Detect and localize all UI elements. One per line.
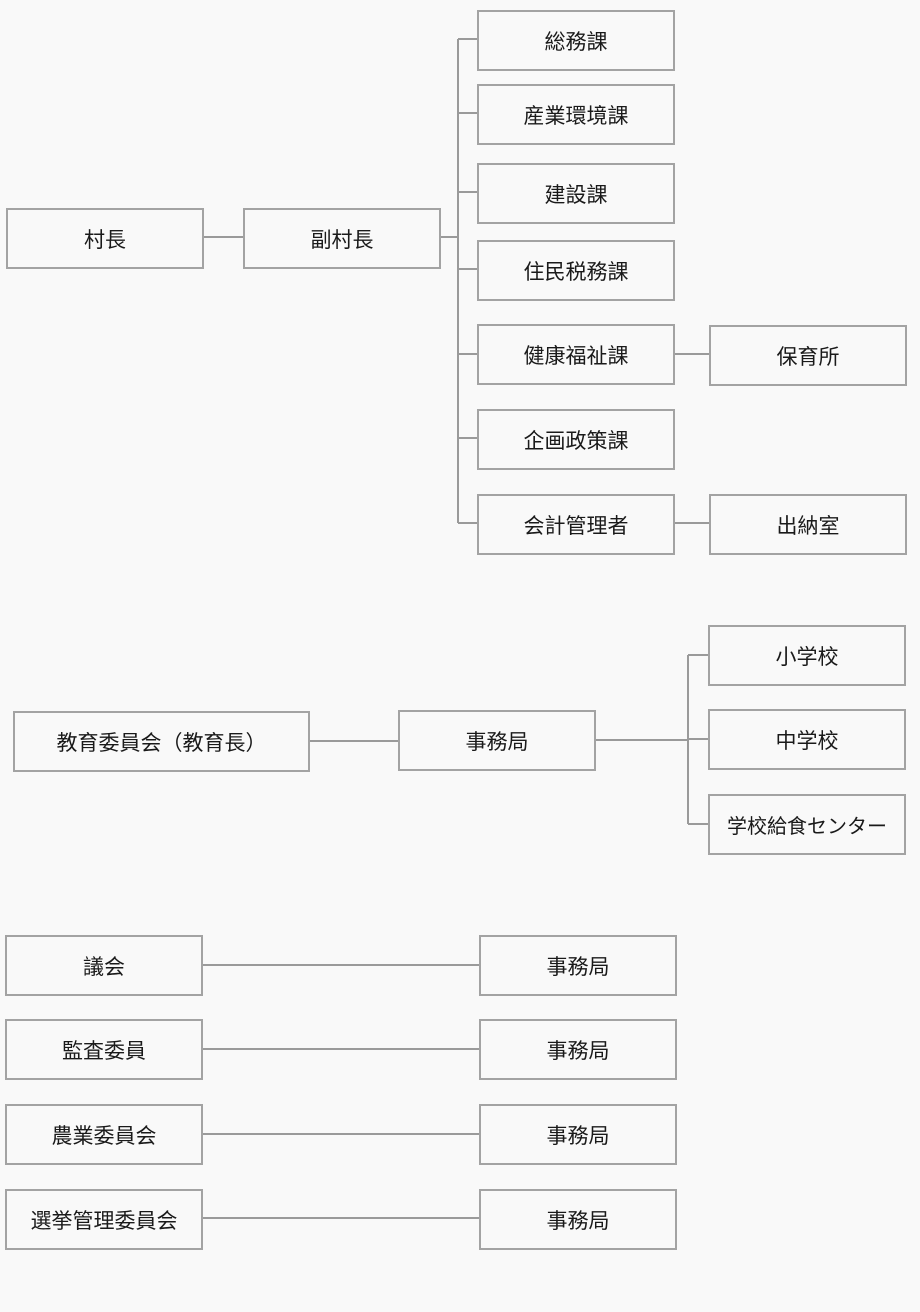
- mayor-box: 村長: [6, 208, 204, 269]
- committee-office-box: 事務局: [479, 1019, 677, 1080]
- department-box: 企画政策課: [477, 409, 675, 470]
- education-board-box: 教育委員会（教育長）: [13, 711, 310, 772]
- school-box: 学校給食センター: [708, 794, 906, 855]
- nursery-box: 保育所: [709, 325, 907, 386]
- treasury-box: 出納室: [709, 494, 907, 555]
- department-box: 建設課: [477, 163, 675, 224]
- committee-box: 監査委員: [5, 1019, 203, 1080]
- committee-box: 農業委員会: [5, 1104, 203, 1165]
- department-box: 会計管理者: [477, 494, 675, 555]
- committee-box: 議会: [5, 935, 203, 996]
- department-box: 総務課: [477, 10, 675, 71]
- committee-office-box: 事務局: [479, 1104, 677, 1165]
- department-box: 産業環境課: [477, 84, 675, 145]
- deputy-mayor-box: 副村長: [243, 208, 441, 269]
- committee-office-box: 事務局: [479, 935, 677, 996]
- committee-box: 選挙管理委員会: [5, 1189, 203, 1250]
- department-box: 健康福祉課: [477, 324, 675, 385]
- education-office-box: 事務局: [398, 710, 596, 771]
- school-box: 中学校: [708, 709, 906, 770]
- department-box: 住民税務課: [477, 240, 675, 301]
- school-box: 小学校: [708, 625, 906, 686]
- committee-office-box: 事務局: [479, 1189, 677, 1250]
